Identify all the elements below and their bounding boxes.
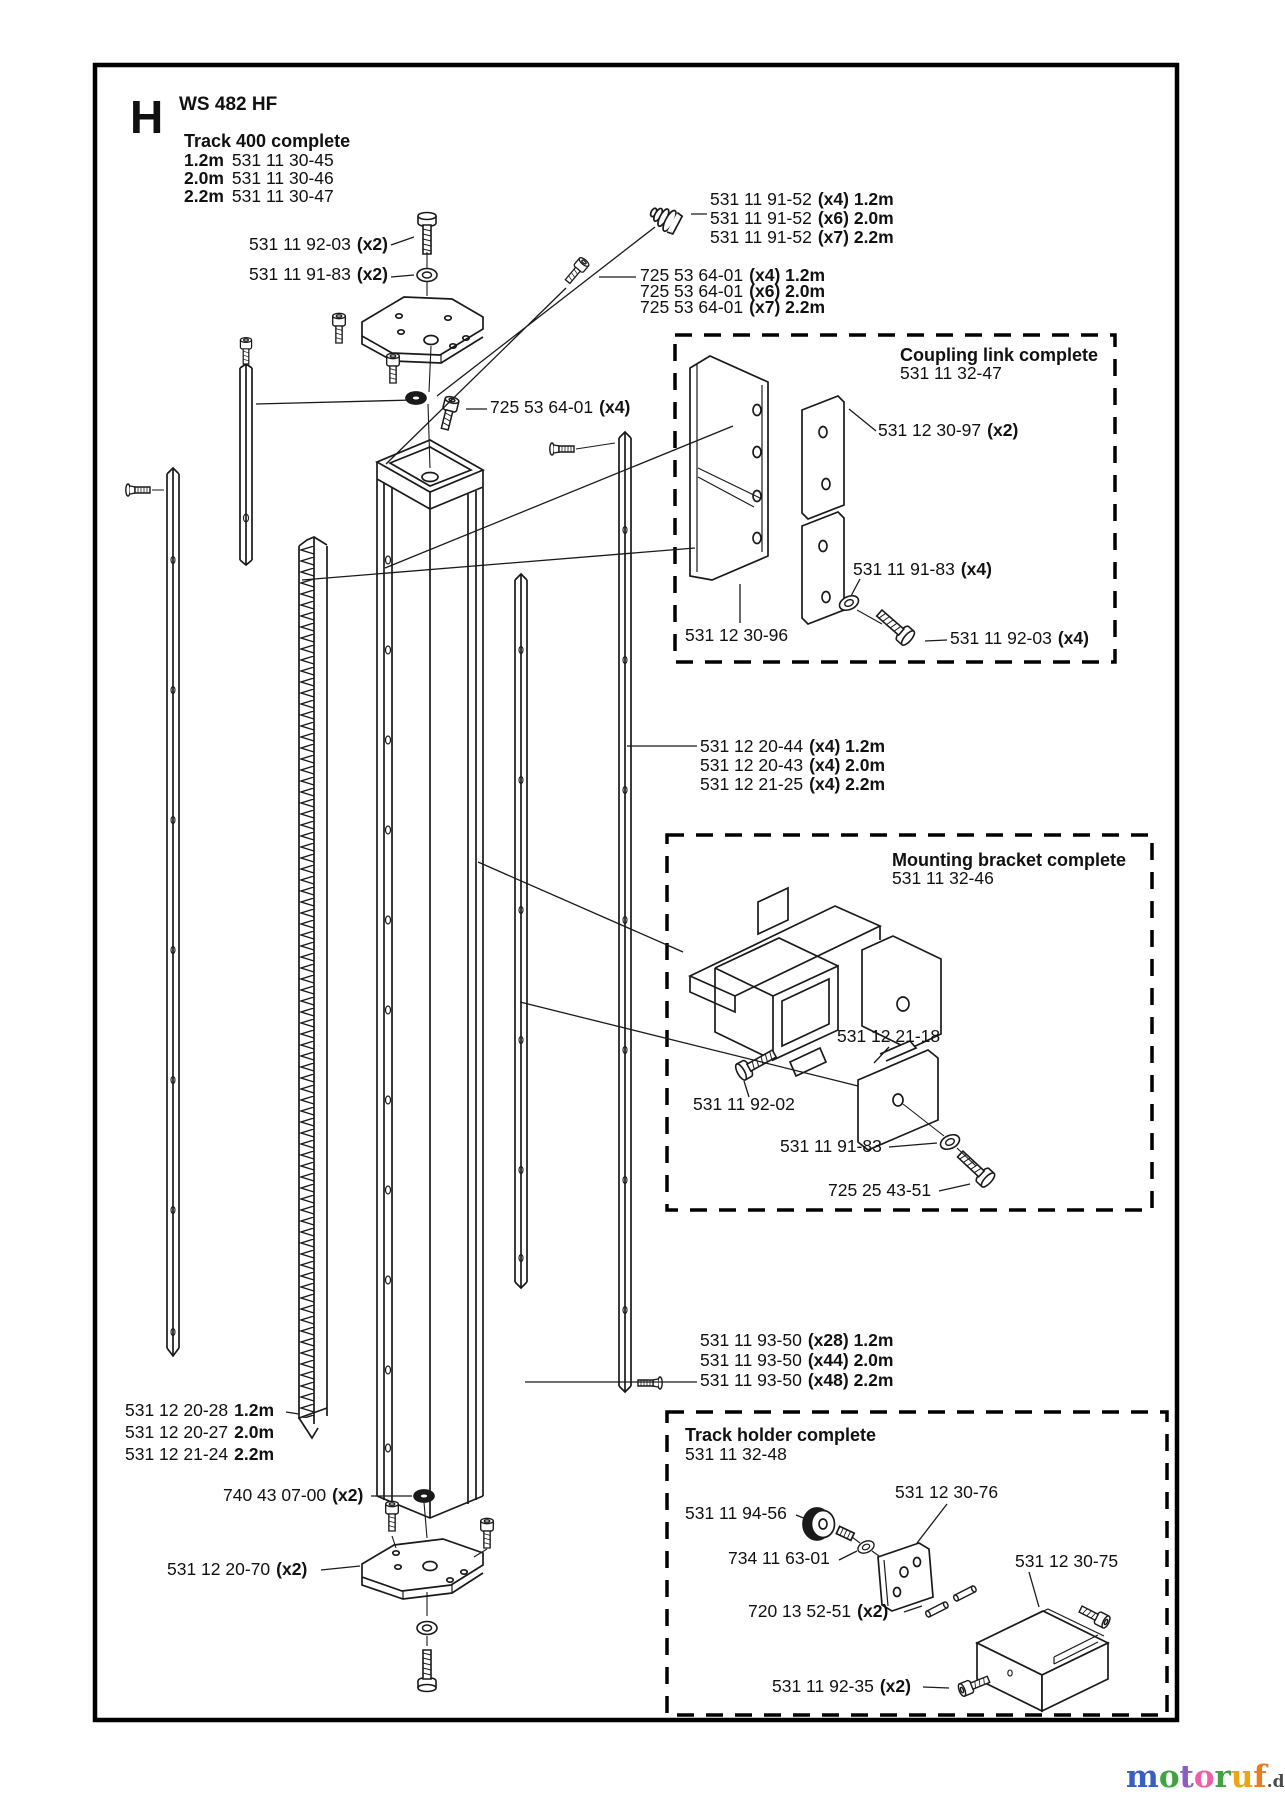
part-label: 725 25 43-51 bbox=[828, 1180, 931, 1200]
box-part-number: 531 11 32-48 bbox=[685, 1444, 787, 1464]
part-label: 531 11 92-03(x2) bbox=[249, 234, 388, 254]
part-label: 531 11 91-52(x4) 1.2m bbox=[710, 189, 894, 209]
holder-block bbox=[975, 1608, 1110, 1713]
page-frame bbox=[92, 62, 1180, 1723]
box-part-number: 531 11 32-47 bbox=[900, 363, 1002, 383]
part-label: 531 11 91-83 bbox=[780, 1136, 882, 1156]
part-label: 725 53 64-01(x4) bbox=[490, 397, 630, 417]
track-holder-box bbox=[665, 1410, 1169, 1717]
part-label: 531 12 30-97(x2) bbox=[878, 420, 1018, 440]
holder-plate bbox=[877, 1542, 934, 1612]
part-label: 531 12 20-44(x4) 1.2m bbox=[700, 736, 885, 756]
part-label: 531 11 92-02 bbox=[693, 1094, 795, 1114]
track-column bbox=[375, 439, 485, 1519]
part-label: 531 12 20-70(x2) bbox=[167, 1559, 307, 1579]
part-label: 531 11 91-52(x7) 2.2m bbox=[710, 227, 894, 247]
part-label: 531 11 92-35(x2) bbox=[772, 1676, 911, 1696]
part-label: 725 53 64-01(x4) 1.2m bbox=[640, 265, 825, 285]
box-part-number: 531 11 32-46 bbox=[892, 868, 994, 888]
lock-washer-icon bbox=[413, 1489, 435, 1503]
part-label: 720 13 52-51(x2) bbox=[748, 1601, 888, 1621]
part-label: 531 12 21-18 bbox=[837, 1026, 940, 1046]
wear-strip-inner-right bbox=[514, 572, 528, 1290]
box-title: Mounting bracket complete bbox=[892, 850, 1126, 870]
leader-lines bbox=[152, 213, 1040, 1689]
part-label: 531 11 93-50(x28) 1.2m bbox=[700, 1330, 893, 1350]
washer-icon bbox=[416, 267, 438, 283]
part-label: 531 11 94-56 bbox=[685, 1503, 787, 1523]
assembly-title: Track 400 complete bbox=[184, 131, 350, 151]
box-title: Coupling link complete bbox=[900, 345, 1098, 365]
part-label: 531 11 91-52(x6) 2.0m bbox=[710, 208, 894, 228]
part-label: 531 11 91-83(x2) bbox=[249, 264, 388, 284]
motoruf-logo: motoruf.de bbox=[1126, 1759, 1285, 1795]
part-label: 531 12 21-25(x4) 2.2m bbox=[700, 774, 885, 794]
part-label: 531 12 20-43(x4) 2.0m bbox=[700, 755, 885, 775]
coupling-link-box bbox=[673, 333, 1117, 664]
part-label: 725 53 64-01(x6) 2.0m bbox=[640, 281, 825, 301]
part-label: 734 11 63-01 bbox=[728, 1548, 830, 1568]
coupling-bracket bbox=[689, 355, 769, 581]
plug-icon bbox=[649, 207, 684, 235]
part-label: 740 43 07-00(x2) bbox=[223, 1485, 363, 1505]
part-label: 725 53 64-01(x7) 2.2m bbox=[640, 297, 825, 317]
bottom-end-plate bbox=[361, 1538, 484, 1600]
box-title: Track holder complete bbox=[685, 1425, 876, 1445]
part-label: 531 11 93-50(x44) 2.0m bbox=[700, 1350, 893, 1370]
clamp-plate bbox=[857, 1039, 939, 1151]
part-label: 531 12 30-96 bbox=[685, 625, 788, 645]
mounting-bracket bbox=[687, 886, 942, 1078]
exploded-drawing bbox=[124, 207, 1113, 1713]
wear-strip-left bbox=[166, 466, 180, 1358]
clamp-knob bbox=[802, 1507, 856, 1542]
part-label: 531 11 91-83(x4) bbox=[853, 559, 992, 579]
part-label: 531 12 30-76 bbox=[895, 1482, 998, 1502]
washer-icon bbox=[416, 1620, 438, 1636]
part-label: 531 11 92-03(x4) bbox=[950, 628, 1089, 648]
lock-washer-icon bbox=[405, 391, 427, 405]
part-label: 531 12 30-75 bbox=[1015, 1551, 1118, 1571]
model-name: WS 482 HF bbox=[179, 94, 277, 115]
coupling-link-plates bbox=[801, 395, 845, 625]
mounting-bracket-box bbox=[665, 833, 1154, 1212]
wear-strip-outer-right bbox=[618, 430, 632, 1394]
section-letter: H bbox=[130, 91, 163, 143]
top-end-plate bbox=[361, 296, 484, 364]
gear-rack bbox=[298, 536, 328, 1440]
part-label: 531 11 93-50(x48) 2.2m bbox=[700, 1370, 893, 1390]
